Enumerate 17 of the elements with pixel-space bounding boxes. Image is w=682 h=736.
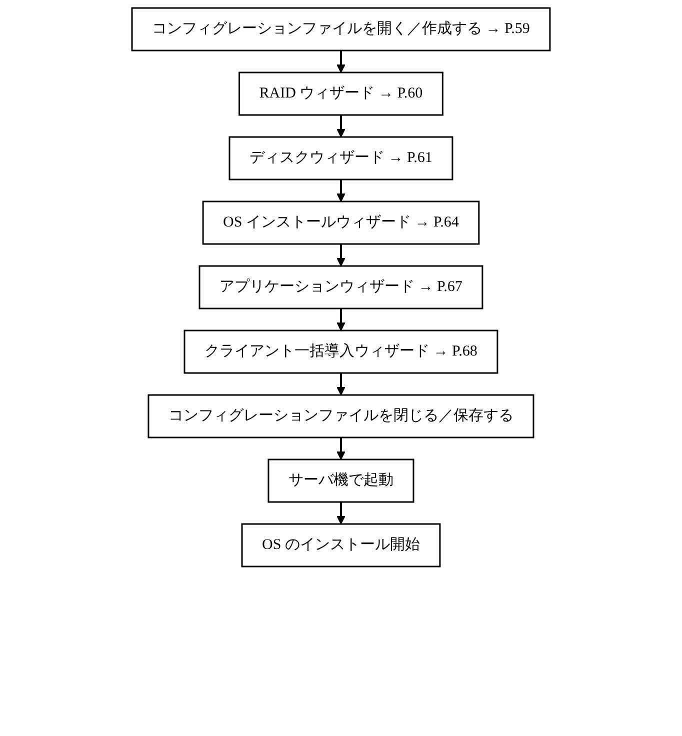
node-box: クライアント一括導入ウィザード → P.68 (184, 330, 498, 374)
node-box: アプリケーションウィザード → P.67 (198, 265, 484, 310)
arrow (336, 502, 346, 524)
node-box: コンフィグレーションファイルを開く／作成する → P.59 (131, 7, 551, 52)
arrow (336, 308, 346, 331)
arrow (336, 180, 346, 202)
arrow (336, 244, 346, 266)
arrow (336, 373, 346, 396)
node-box: コンフィグレーションファイルを閉じる／保存する (148, 394, 534, 438)
arrow (336, 438, 346, 460)
arrow (336, 115, 346, 138)
node-box: OS のインストール開始 (241, 523, 441, 568)
node-box: サーバ機で起動 (268, 458, 414, 503)
node-box: OS インストールウィザード → P.64 (202, 200, 480, 245)
arrow (336, 50, 346, 73)
node-box: ディスクウィザード → P.61 (228, 136, 454, 180)
node-box: RAID ウィザード → P.60 (238, 72, 444, 116)
